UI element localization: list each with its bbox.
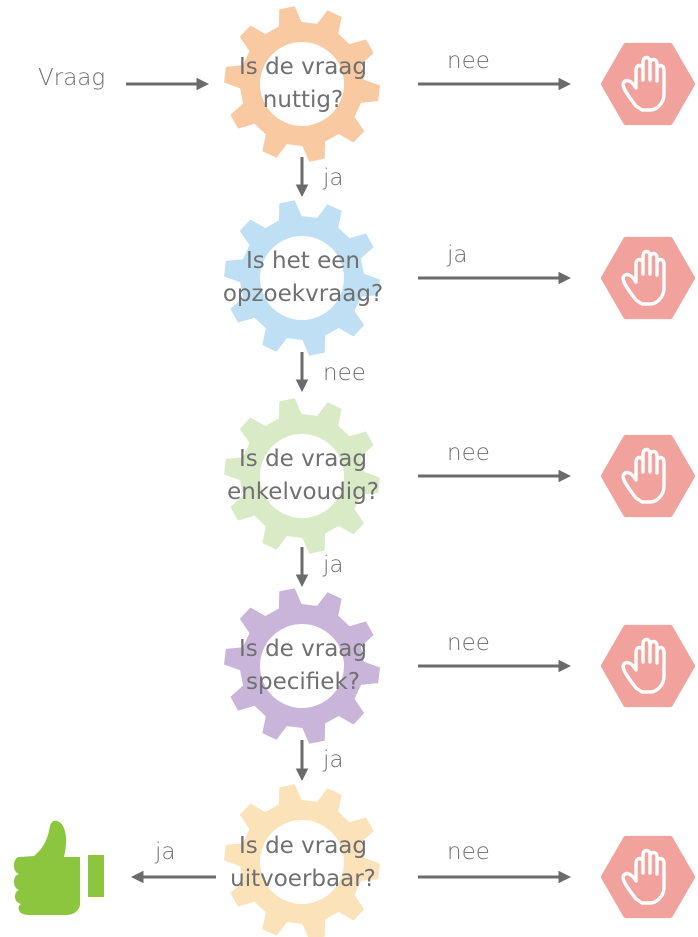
- question-4: Is de vraag specifiek?: [200, 633, 406, 699]
- right-label-5: nee: [447, 839, 490, 865]
- question-5-line-1: Is de vraag: [239, 833, 367, 859]
- stop-hand-icon: [601, 236, 695, 320]
- question-3-line-1: Is de vraag: [239, 446, 367, 472]
- gear-1: [224, 6, 380, 162]
- question-1-line-2: nuttig?: [262, 87, 344, 113]
- down-label-2: nee: [323, 360, 366, 386]
- question-2: Is het een opzoekvraag?: [200, 245, 406, 311]
- gear-5: [224, 784, 380, 937]
- question-5-line-2: uitvoerbaar?: [230, 866, 376, 892]
- question-2-line-1: Is het een: [245, 248, 360, 274]
- down-label-1: ja: [323, 165, 344, 191]
- right-label-4: nee: [447, 630, 490, 656]
- question-3-line-2: enkelvoudig?: [227, 479, 379, 505]
- right-label-2: ja: [447, 242, 468, 268]
- question-4-line-2: specifiek?: [246, 669, 360, 695]
- down-label-4: ja: [323, 747, 344, 773]
- gear-3: [224, 398, 380, 554]
- down-label-3: ja: [323, 552, 344, 578]
- thumbs-up-icon: [14, 820, 104, 915]
- question-1: Is de vraag nuttig?: [205, 51, 401, 117]
- question-1-line-1: Is de vraag: [239, 54, 367, 80]
- question-4-line-1: Is de vraag: [239, 636, 367, 662]
- right-label-1: nee: [447, 48, 490, 74]
- gear-2: [224, 200, 380, 356]
- question-5: Is de vraag uitvoerbaar?: [200, 830, 406, 896]
- stop-hand-icon: [601, 42, 695, 126]
- stop-hand-icon: [601, 434, 695, 518]
- stop-hand-icon: [601, 624, 695, 708]
- gear-4: [224, 588, 380, 744]
- question-3: Is de vraag enkelvoudig?: [200, 443, 406, 509]
- stop-hand-icon: [601, 835, 695, 919]
- left-label: ja: [155, 839, 176, 865]
- question-2-line-2: opzoekvraag?: [222, 281, 384, 307]
- start-label: Vraag: [38, 65, 106, 91]
- right-label-3: nee: [447, 440, 490, 466]
